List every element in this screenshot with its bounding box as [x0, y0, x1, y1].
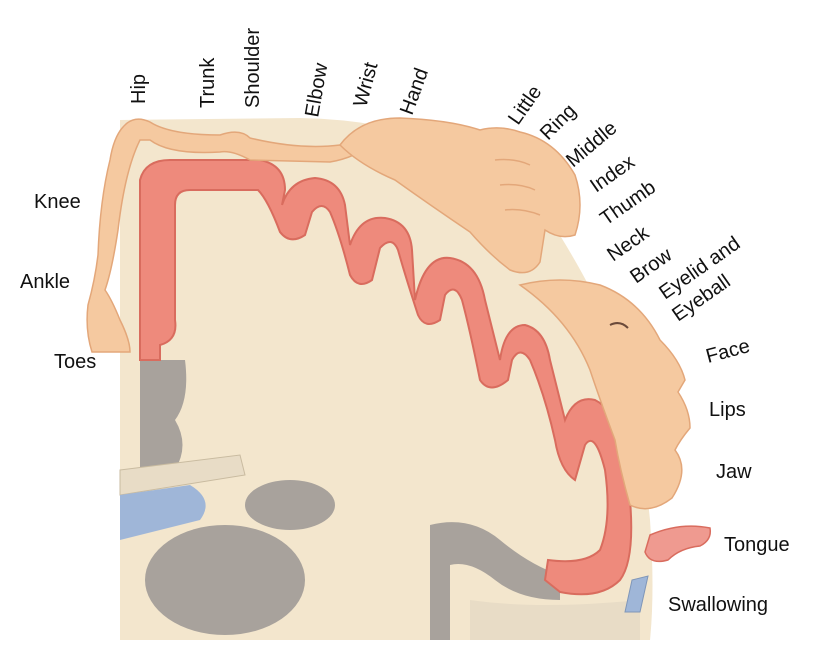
label-knee: Knee — [34, 191, 81, 213]
label-jaw: Jaw — [716, 461, 752, 483]
label-wrist: Wrist — [350, 60, 383, 110]
lower-white-tract — [470, 600, 640, 640]
label-tongue: Tongue — [724, 534, 790, 556]
label-shoulder: Shoulder — [242, 28, 264, 108]
label-trunk: Trunk — [197, 57, 219, 108]
label-ankle: Ankle — [20, 271, 70, 293]
label-ring: Ring — [536, 100, 581, 145]
label-hip: Hip — [128, 74, 150, 104]
label-elbow: Elbow — [301, 61, 332, 119]
basal-ganglia-large — [145, 525, 305, 635]
label-toes: Toes — [54, 351, 96, 373]
label-hand: Hand — [396, 65, 433, 117]
label-little: Little — [504, 82, 546, 129]
basal-ganglia-small — [245, 480, 335, 530]
label-swallowing: Swallowing — [668, 594, 768, 616]
label-lips: Lips — [709, 399, 746, 421]
tongue-body-part — [645, 526, 710, 561]
label-face: Face — [704, 335, 753, 368]
